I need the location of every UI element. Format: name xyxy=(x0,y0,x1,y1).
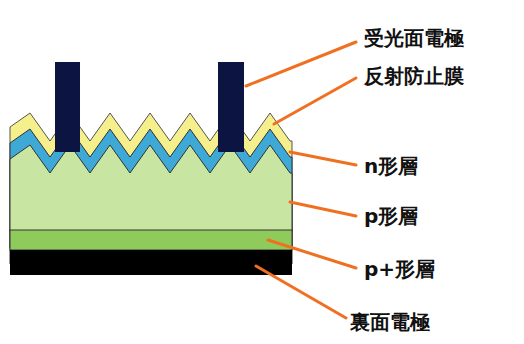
leader-line xyxy=(290,152,356,165)
leader-line xyxy=(268,240,356,268)
part-label: 受光面電極 xyxy=(364,26,464,50)
p-layer xyxy=(10,145,292,264)
leader-line xyxy=(256,266,346,318)
part-label: 反射防止膜 xyxy=(364,64,464,88)
part-label: p形層 xyxy=(364,204,418,228)
front-electrode xyxy=(218,62,244,152)
leader-line xyxy=(274,78,356,124)
leader-lines xyxy=(246,42,356,318)
leader-line xyxy=(246,42,356,86)
part-label: n形層 xyxy=(364,154,418,178)
back-electrode xyxy=(10,250,292,275)
part-label: 裏面電極 xyxy=(350,310,430,334)
part-label: p+形層 xyxy=(364,257,435,281)
p-plus-layer xyxy=(10,230,292,250)
front-electrode xyxy=(55,62,80,152)
leader-line xyxy=(290,202,356,216)
